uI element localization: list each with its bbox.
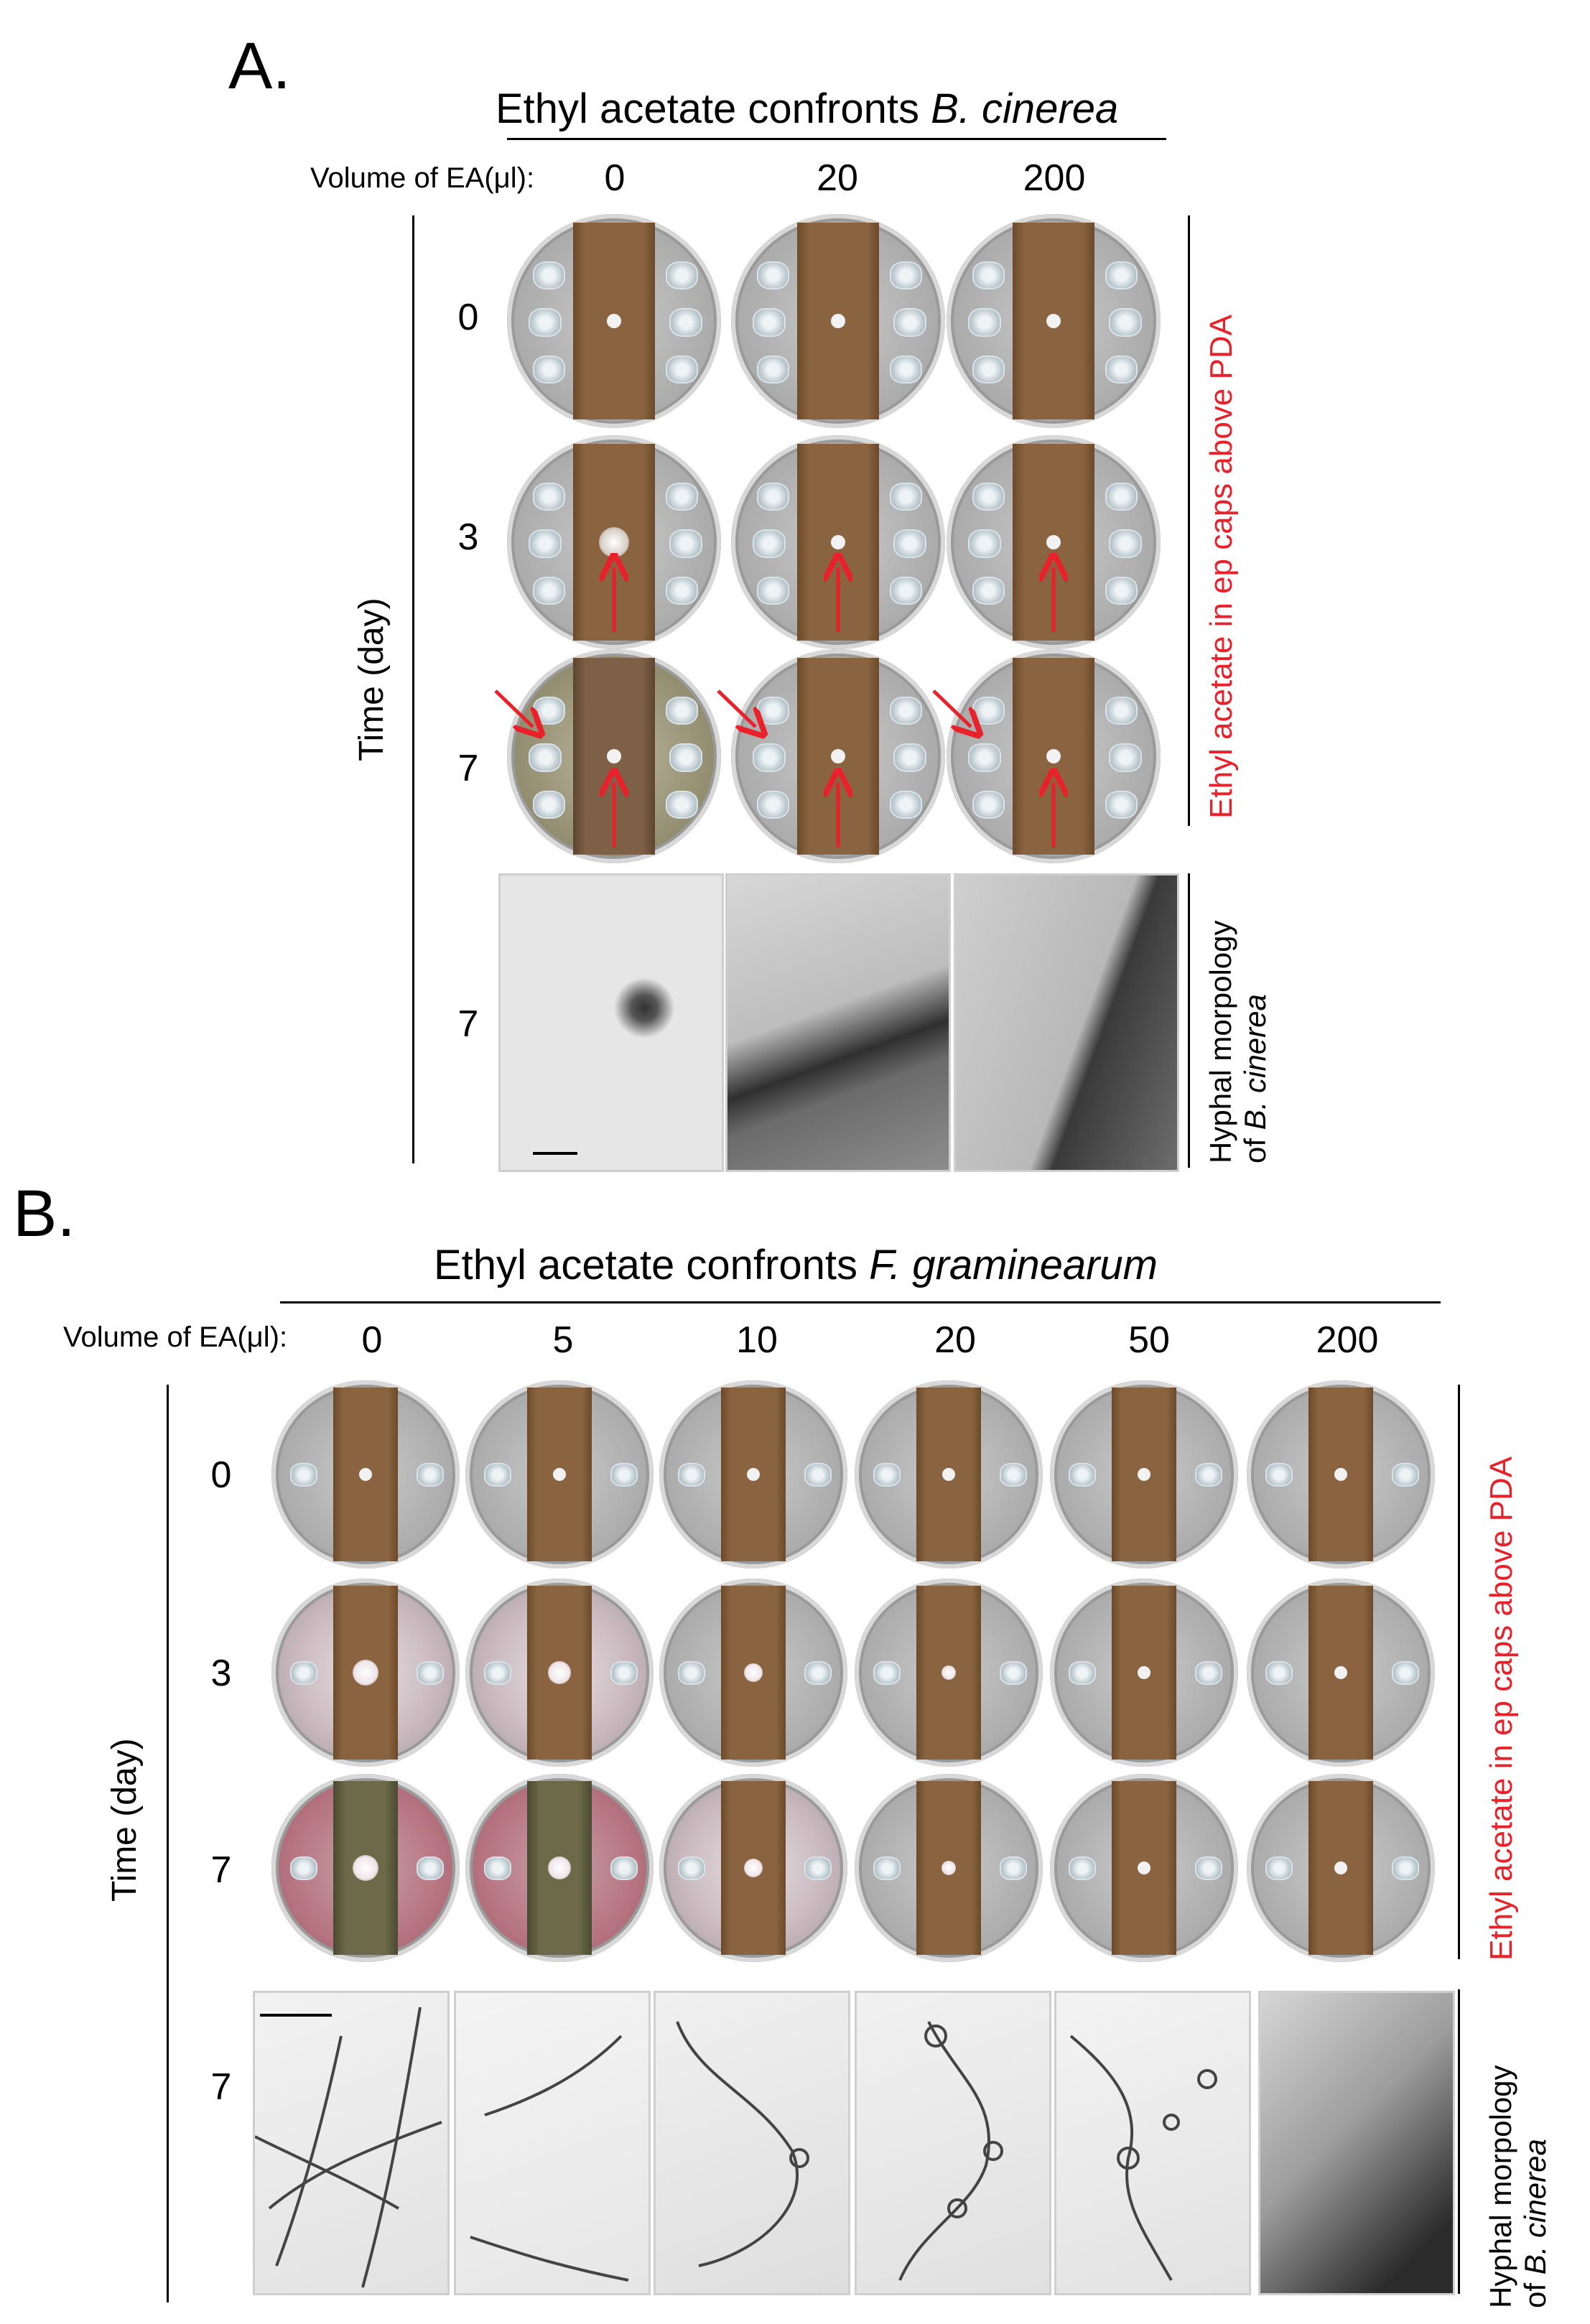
panel-b-left-axis-line [167,1385,169,2302]
panel-a-morph-prefix: of [1238,1130,1272,1163]
panel-a-side-label-red: Ethyl acetate in ep caps above PDA [1204,315,1239,819]
hyphal-micrograph [954,873,1179,1172]
petri-dish [855,1774,1043,1962]
petri-dish [507,214,721,428]
panel-b-y-axis-label: Time (day) [106,1738,144,1902]
petri-dish [855,1380,1043,1568]
petri-dish [1050,1579,1238,1767]
panel-a-day-row2: 3 [457,516,479,558]
panel-a-volume-2: 200 [1023,157,1086,199]
panel-b-volume-1: 5 [552,1319,574,1361]
panel-a-day-row3: 7 [457,748,479,789]
panel-b-title: Ethyl acetate confronts F. graminearum [434,1241,1158,1289]
panel-a-letter: A. [228,29,291,103]
panel-a-day-row4: 7 [457,1003,479,1045]
hyphae-drawing [470,2035,629,2282]
panel-b-letter: B. [13,1177,75,1250]
panel-a-morph-line1: Hyphal morpology [1204,920,1237,1163]
panel-a-left-axis-line [412,215,414,1163]
petri-dish [659,1579,847,1767]
scale-bar [533,1152,577,1155]
panel-a-right-line-morph [1188,873,1190,1168]
panel-a-right-line-red [1188,215,1190,826]
panel-b-volume-5: 200 [1316,1319,1379,1361]
petri-dish [947,214,1161,428]
panel-a-volume-label: Volume of EA(μl): [310,162,535,194]
panel-b-side-label-morph: Hyphal morpology of B. cinerea [1484,2065,1553,2308]
petri-dish [1247,1579,1435,1767]
petri-dish [947,649,1161,863]
panel-a-side-label-morph: Hyphal morpology of B. cinerea [1204,920,1273,1163]
panel-a-volume-1: 20 [817,157,858,199]
hyphae-drawing [898,2021,1003,2281]
panel-b-right-line-morph [1458,1989,1460,2294]
petri-dish [271,1774,460,1962]
panel-b-volume-2: 10 [736,1319,778,1361]
hyphal-micrograph [253,1991,450,2295]
hyphal-micrograph [725,873,951,1172]
panel-a-morph-species: B. cinerea [1238,994,1272,1130]
hyphal-micrograph [1054,1991,1251,2295]
diagonal-arrow-icon [494,689,971,727]
panel-a-title-rule [507,138,1166,140]
panel-b-morph-species: B. cinerea [1518,2139,1552,2275]
hyphal-micrograph [654,1991,850,2295]
petri-dish [271,1579,460,1767]
panel-b-volume-3: 20 [934,1319,976,1361]
petri-dish [659,1380,847,1568]
panel-b-morph-line1: Hyphal morpology [1484,2065,1517,2308]
panel-a-title-species: B. cinerea [931,85,1119,132]
panel-b-morph-line2: of B. cinerea [1518,2065,1553,2308]
petri-dish [1247,1380,1435,1568]
hyphae-drawing [676,2021,809,2267]
panel-b-title-prefix: Ethyl acetate confronts [434,1242,870,1288]
petri-dish [1050,1774,1238,1962]
panel-b-right-line-red [1458,1385,1460,1959]
panel-a-volume-0: 0 [604,157,626,199]
panel-b-volume-4: 50 [1128,1319,1170,1361]
panel-b-morph-prefix: of [1518,2274,1552,2308]
hyphal-micrograph [454,1991,651,2295]
panel-b-volume-label: Volume of EA(μl): [63,1321,288,1353]
panel-b-day-row4: 7 [210,2066,232,2108]
panel-b-title-rule [280,1301,1441,1303]
hyphal-micrograph [498,873,724,1172]
panel-a-red-arrows [494,0,1590,847]
petri-dish [855,1579,1043,1767]
panel-b-volume-0: 0 [361,1319,383,1361]
hyphae-drawing [254,2007,442,2288]
panel-b-title-species: F. graminearum [869,1242,1158,1288]
hyphae-drawing [1069,2035,1217,2281]
panel-b-day-row3: 7 [210,1849,232,1891]
up-arrow-icon [614,567,1054,847]
petri-dish [731,649,945,863]
panel-b-side-label-red: Ethyl acetate in ep caps above PDA [1484,1456,1519,1961]
panel-a-title-prefix: Ethyl acetate confronts [496,85,931,132]
petri-dish [1247,1774,1435,1962]
petri-dish [465,1579,654,1767]
panel-a-day-row1: 0 [457,297,479,338]
scale-bar [260,2014,332,2017]
panel-b-day-row1: 0 [210,1454,232,1496]
panel-a-morph-line2: of B. cinerea [1238,920,1273,1163]
hyphal-micrograph [1258,1991,1455,2295]
panel-b-day-row2: 3 [210,1653,232,1694]
petri-dish [659,1774,847,1962]
petri-dish [1050,1380,1238,1568]
petri-dish [465,1774,654,1962]
petri-dish [507,435,721,649]
petri-dish [465,1380,654,1568]
panel-a-title: Ethyl acetate confronts B. cinerea [496,85,1118,133]
petri-dish [271,1380,460,1568]
hyphal-micrograph [855,1991,1051,2295]
petri-dish [731,214,945,428]
